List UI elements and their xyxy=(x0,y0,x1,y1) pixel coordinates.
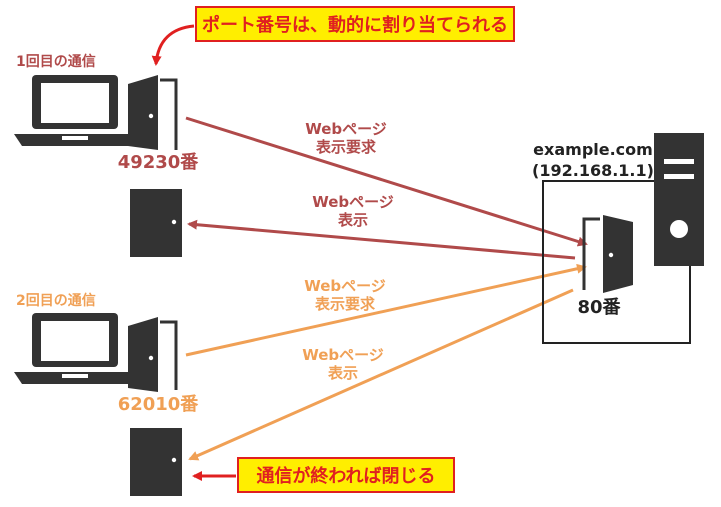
port-assignment-text: ポート番号は、動的に割り当てられる xyxy=(202,14,508,36)
response-label-line1: Webページ xyxy=(312,193,394,211)
session1-label: 1回目の通信 xyxy=(16,53,96,70)
request-label-line2: 表示要求 xyxy=(315,295,376,313)
response-label-line1: Webページ xyxy=(302,346,384,364)
response-label-line2: 表示 xyxy=(338,211,368,229)
response-label-line2: 表示 xyxy=(328,364,358,382)
port-assignment-callout: ポート番号は、動的に割り当てられる xyxy=(195,6,515,42)
client-port-label: 49230番 xyxy=(118,152,200,173)
response-arrow xyxy=(187,219,576,260)
open-door-icon xyxy=(582,215,633,293)
close-on-finish-text: 通信が終われば閉じる xyxy=(256,465,435,487)
close-on-finish-callout: 通信が終われば閉じる xyxy=(237,457,455,493)
closed-door-icon xyxy=(130,189,182,257)
server-tower-icon xyxy=(654,133,704,266)
client-port-label: 62010番 xyxy=(118,394,200,415)
server-port-label: 80番 xyxy=(577,297,621,318)
port-assignment-arrow xyxy=(151,24,195,66)
request-label-line1: Webページ xyxy=(304,277,386,295)
request-label-line1: Webページ xyxy=(305,120,387,138)
response-arrow xyxy=(188,288,574,461)
request-arrow xyxy=(185,116,588,247)
server-ip: (192.168.1.1) xyxy=(532,161,654,180)
laptop-icon xyxy=(14,75,136,146)
session2-label: 2回目の通信 xyxy=(16,292,96,309)
open-door-icon xyxy=(128,317,178,392)
server-hostname: example.com xyxy=(533,140,653,159)
laptop-icon xyxy=(14,313,136,384)
open-door-icon xyxy=(128,75,178,150)
request-label-line2: 表示要求 xyxy=(316,138,377,156)
request-arrow xyxy=(185,263,587,357)
closed-door-icon xyxy=(130,428,182,496)
